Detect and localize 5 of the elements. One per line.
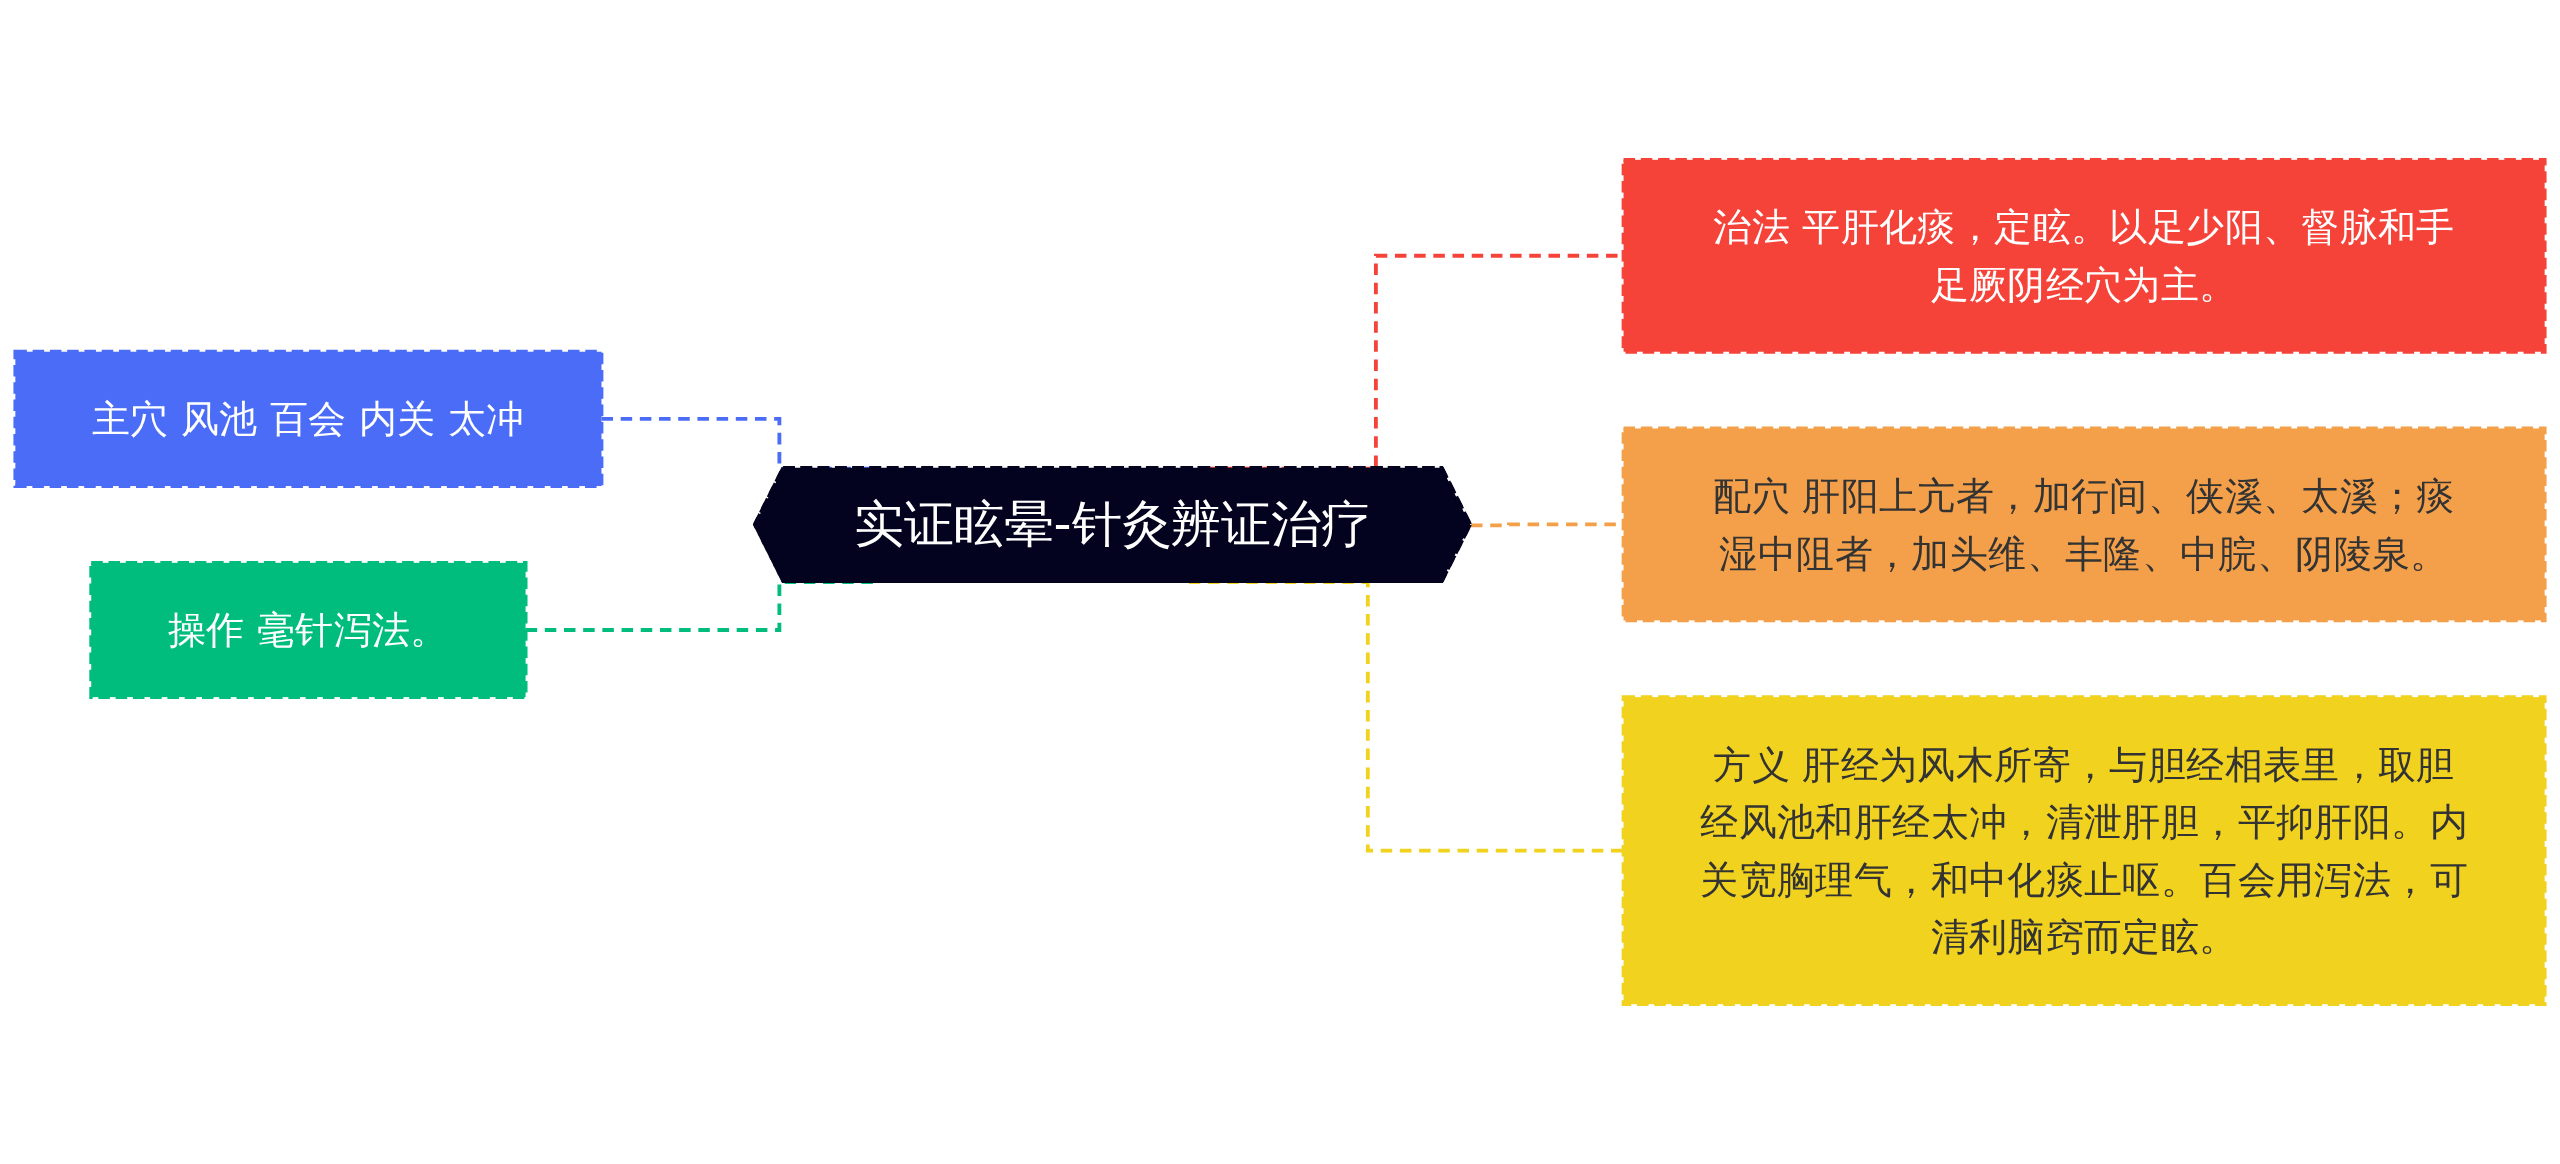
node-box: 配穴 肝阳上亢者，加行间、侠溪、太溪；痰湿中阻者，加头维、丰隆、中脘、阴陵泉。	[1621, 426, 2547, 623]
node-box: 主穴 风池 百会 内关 太冲	[13, 349, 604, 488]
node-box: 方义 肝经为风木所寄，与胆经相表里，取胆经风池和肝经太冲，清泄肝胆，平抑肝阳。内关宽胸理气，和中化痰止呕。百会用泻法，可清利脑窍而定眩。	[1621, 695, 2547, 1007]
node-box: 治法 平肝化痰，定眩。以足少阳、督脉和手足厥阴经穴为主。	[1621, 157, 2547, 354]
node-box: 操作 毫针泻法。	[89, 560, 528, 700]
